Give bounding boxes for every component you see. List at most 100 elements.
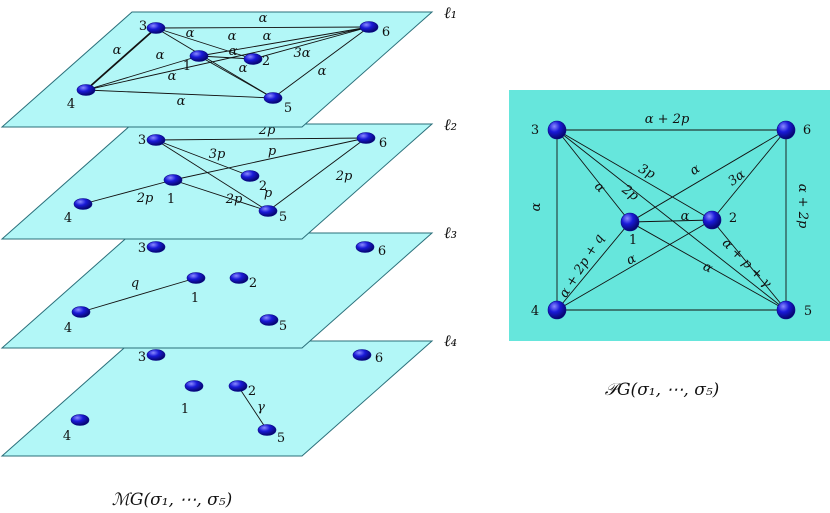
edge-label: α — [259, 11, 268, 26]
edge-2-5 — [237, 385, 268, 431]
node-label: 4 — [63, 429, 71, 444]
edge-1-5 — [198, 55, 274, 99]
layer-plane — [0, 11, 434, 128]
edge-5-6 — [272, 26, 370, 99]
node-4 — [71, 306, 91, 318]
node-label: 1 — [191, 291, 199, 306]
edge-3-6 — [155, 26, 370, 29]
node-3 — [146, 241, 166, 253]
node-6 — [776, 120, 796, 140]
node-label: 3 — [138, 241, 146, 256]
node-5 — [263, 92, 283, 104]
edge-2-6 — [252, 26, 370, 60]
node-label: 2 — [729, 211, 737, 226]
edge-5-6 — [267, 137, 367, 212]
node-5 — [259, 314, 279, 326]
node-1 — [620, 212, 640, 232]
node-label: 1 — [181, 402, 189, 417]
edge-label: p — [268, 144, 277, 159]
layer-plane — [0, 340, 434, 457]
node-1 — [186, 272, 206, 284]
edge-3-4 — [85, 27, 157, 91]
edge-1-2 — [629, 219, 713, 223]
edge-label: α — [229, 44, 238, 59]
edge-4-5 — [85, 89, 274, 99]
node-2 — [229, 272, 249, 284]
node-6 — [359, 21, 379, 33]
node-2 — [228, 380, 248, 392]
edge-label: α — [177, 94, 186, 109]
node-4 — [76, 84, 96, 96]
edge-label: α — [186, 26, 195, 41]
edge-4-1 — [82, 179, 174, 205]
edge-4-1 — [85, 55, 200, 91]
node-label: 5 — [279, 210, 287, 225]
node-label: 6 — [379, 136, 387, 151]
edge-label: 3p — [209, 147, 226, 162]
edge-4-6 — [85, 26, 370, 91]
right-caption: 𝒫G(σ₁, ⋯, σ₅) — [605, 380, 720, 400]
edge-label: p — [264, 186, 273, 201]
node-label: 1 — [183, 59, 191, 74]
edge-1-6 — [629, 129, 787, 223]
node-1 — [184, 380, 204, 392]
edge-2-6 — [711, 129, 787, 221]
edge-4-2 — [556, 219, 713, 311]
edge-label: α — [529, 202, 544, 211]
node-label: 6 — [803, 123, 811, 138]
edge-1-6 — [172, 137, 367, 181]
edge-label: α — [113, 43, 122, 58]
node-label: 5 — [277, 431, 285, 446]
node-4 — [73, 198, 93, 210]
node-label: 5 — [804, 304, 812, 319]
edge-3-2 — [155, 27, 254, 60]
node-label: 3 — [138, 350, 146, 365]
layer-plane — [0, 123, 434, 240]
node-1 — [163, 174, 183, 186]
edge-label: α — [318, 64, 327, 79]
edge-3-5 — [155, 27, 274, 99]
node-label: 2 — [259, 179, 267, 194]
node-label: 6 — [382, 25, 390, 40]
edge-4-1 — [556, 221, 631, 311]
node-2 — [702, 210, 722, 230]
edge-label: 3α — [293, 46, 310, 61]
edge-label: 2p — [136, 191, 154, 206]
edge-label: α — [228, 29, 237, 44]
edge-label: γ — [257, 400, 265, 415]
edge-3-2 — [155, 139, 251, 177]
node-2 — [243, 53, 263, 65]
edge-label: q — [131, 276, 139, 291]
edge-3-6 — [155, 137, 367, 141]
node-label: 4 — [67, 97, 75, 112]
node-label: 5 — [284, 101, 292, 116]
node-5 — [257, 424, 277, 436]
edge-4-1 — [80, 277, 197, 313]
node-6 — [356, 132, 376, 144]
edge-1-5 — [172, 179, 269, 212]
node-3 — [146, 22, 166, 34]
left-caption: ℳG(σ₁, ⋯, σ₅) — [112, 490, 232, 510]
node-6 — [355, 241, 375, 253]
node-label: 3 — [138, 133, 146, 148]
layer-label: ℓ₄ — [444, 331, 457, 350]
node-6 — [352, 349, 372, 361]
node-3 — [547, 120, 567, 140]
layer-plane — [0, 232, 434, 349]
node-label: 3 — [531, 123, 539, 138]
node-3 — [146, 349, 166, 361]
node-5 — [258, 205, 278, 217]
node-1 — [189, 50, 209, 62]
node-2 — [240, 170, 260, 182]
edge-1-6 — [198, 26, 370, 57]
node-label: 2 — [262, 54, 270, 69]
layer-label: ℓ₁ — [444, 3, 457, 22]
edge-label: 2p — [335, 169, 353, 184]
